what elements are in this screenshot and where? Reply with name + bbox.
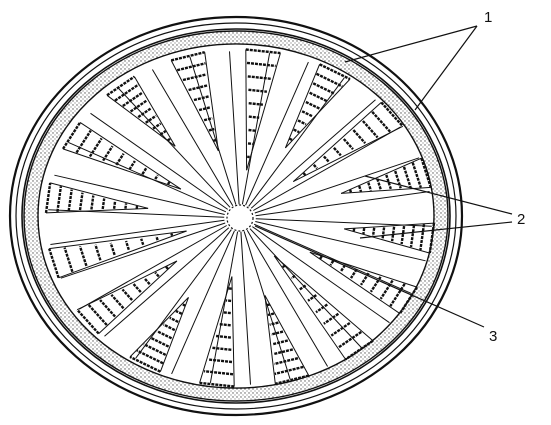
ray-line (136, 230, 232, 359)
xylem-wedge (63, 122, 181, 189)
xylem-wedge (265, 295, 309, 383)
ray-line (253, 127, 400, 211)
xylem-wedge (200, 277, 235, 387)
medullary-rays (48, 51, 432, 384)
xylem-wedge (130, 297, 189, 371)
ray-line (79, 226, 227, 310)
central-pith (227, 205, 253, 231)
ray-line (241, 232, 251, 385)
callout-leaders (255, 26, 512, 327)
ray-line (249, 78, 345, 207)
outer-rind (10, 17, 462, 415)
leader-1b (415, 26, 477, 110)
xylem-wedge (46, 183, 148, 213)
xylem-wedge (344, 223, 434, 253)
callout-label-2: 2 (517, 211, 525, 228)
xylem-wedge (171, 52, 218, 151)
leader-1a (345, 26, 477, 62)
ray-line (255, 222, 425, 261)
stippled-ring (24, 31, 448, 401)
ray-line (190, 57, 236, 205)
xylem-wedge (285, 64, 350, 148)
ray-line (230, 51, 240, 204)
leader-3 (255, 226, 484, 327)
xylem-wedge (107, 77, 175, 147)
callout-label-3: 3 (489, 328, 497, 345)
xylem-wedge (341, 158, 431, 193)
callout-label-1: 1 (484, 9, 492, 26)
ray-line (48, 210, 224, 218)
xylem-wedge (246, 50, 281, 171)
